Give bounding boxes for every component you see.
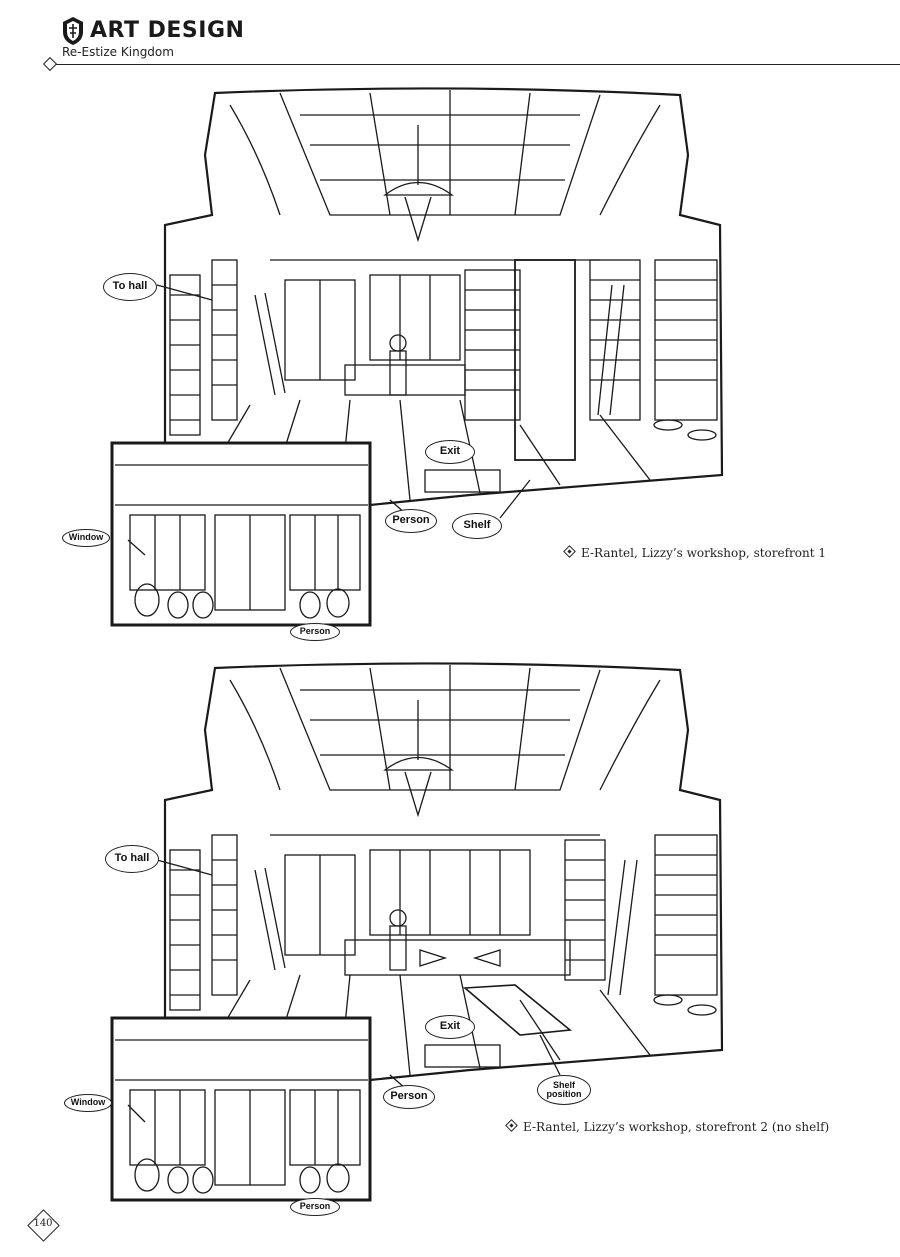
label-exit: Exit bbox=[425, 440, 475, 464]
page-number: 140 bbox=[27, 1209, 60, 1242]
page-header: ART DESIGN Re-Estize Kingdom bbox=[0, 0, 900, 80]
kingdom-crest-icon bbox=[63, 17, 83, 45]
label-inset-person: Person bbox=[290, 623, 340, 641]
caption-diamond-icon bbox=[505, 1119, 518, 1132]
illustration-storefront-2: To hall Exit Person Shelf position Windo… bbox=[0, 660, 900, 1220]
storefront-1-drawing bbox=[110, 87, 724, 627]
label-to-hall: To hall bbox=[103, 273, 157, 301]
label-person: Person bbox=[383, 1085, 435, 1109]
rule-diamond-icon bbox=[42, 56, 58, 72]
caption-text: E-Rantel, Lizzy’s workshop, storefront 1 bbox=[581, 546, 827, 560]
header-rule bbox=[56, 64, 900, 65]
label-to-hall: To hall bbox=[105, 845, 159, 873]
caption-storefront-2: E-Rantel, Lizzy’s workshop, storefront 2… bbox=[505, 1119, 830, 1134]
label-shelf: Shelf bbox=[452, 513, 502, 539]
storefront-2-drawing bbox=[110, 662, 724, 1202]
label-inset-person: Person bbox=[290, 1198, 340, 1216]
label-exit: Exit bbox=[425, 1015, 475, 1039]
caption-storefront-1: E-Rantel, Lizzy’s workshop, storefront 1 bbox=[563, 545, 827, 560]
caption-diamond-icon bbox=[563, 545, 576, 558]
label-window: Window bbox=[62, 529, 110, 547]
page-subtitle: Re-Estize Kingdom bbox=[62, 45, 174, 59]
page-title: ART DESIGN bbox=[90, 18, 245, 43]
label-person: Person bbox=[385, 509, 437, 533]
label-window: Window bbox=[64, 1094, 112, 1112]
caption-text: E-Rantel, Lizzy’s workshop, storefront 2… bbox=[523, 1120, 830, 1134]
label-shelf-position: Shelf position bbox=[537, 1075, 591, 1105]
page-number-text: 140 bbox=[33, 1218, 53, 1229]
illustration-storefront-1: To hall Exit Person Shelf Window Person … bbox=[0, 85, 900, 645]
